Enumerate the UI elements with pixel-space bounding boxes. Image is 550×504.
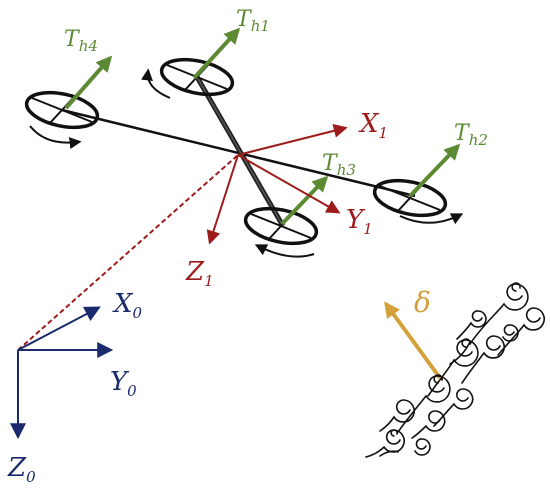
axis-x0 bbox=[17, 306, 101, 351]
rotor-h2-disc bbox=[372, 178, 448, 218]
body-frame-axes bbox=[206, 123, 348, 245]
rotor-h3 bbox=[243, 206, 319, 246]
rotation-arrows bbox=[29, 68, 464, 258]
disturbance-arrow bbox=[384, 301, 442, 380]
thrust-arrow-h3 bbox=[280, 175, 329, 226]
axis-y1 bbox=[237, 154, 341, 214]
rotor-h4-disc bbox=[24, 90, 100, 130]
label-y1: Y1 bbox=[346, 205, 373, 238]
thrust-arrow-h4 bbox=[64, 55, 113, 110]
label-x0: X0 bbox=[112, 289, 143, 322]
inertial-frame-axes bbox=[10, 306, 114, 440]
wind-gust-icon bbox=[365, 282, 545, 458]
rotation-arrow-icon bbox=[29, 125, 82, 149]
thrust-label-h1: Th1 bbox=[236, 7, 270, 35]
rotor-h2 bbox=[372, 178, 448, 218]
label-z0: Z0 bbox=[7, 453, 36, 486]
thrust-label-h3: Th3 bbox=[322, 151, 356, 179]
body-axis-labels: X1 Y1 Z1 bbox=[185, 109, 388, 290]
rotor-h4 bbox=[24, 90, 100, 130]
label-y0: Y0 bbox=[110, 367, 137, 400]
position-vector bbox=[17, 154, 239, 351]
disturbance-label: δ bbox=[414, 286, 431, 319]
thrust-labels: Th1 Th2 Th3 Th4 bbox=[64, 7, 488, 179]
rotation-arrow-icon bbox=[141, 68, 171, 99]
rotation-arrow-icon bbox=[254, 244, 315, 258]
quadrotor-frame bbox=[61, 75, 416, 228]
thrust-label-h4: Th4 bbox=[64, 27, 98, 55]
rotation-arrow-icon bbox=[399, 213, 464, 225]
axis-x1 bbox=[237, 123, 348, 156]
rotor-h1-disc bbox=[159, 57, 235, 97]
label-x1: X1 bbox=[358, 109, 388, 142]
thrust-arrow-h1 bbox=[192, 27, 241, 80]
thrust-label-h2: Th2 bbox=[454, 121, 488, 149]
thrust-arrow-h2 bbox=[408, 143, 461, 198]
thrust-vectors bbox=[64, 27, 461, 226]
arm-h1-h3-highlight bbox=[196, 76, 284, 227]
axis-z1 bbox=[206, 154, 239, 245]
label-z1: Z1 bbox=[185, 257, 214, 290]
inertial-axis-labels: X0 Y0 Z0 bbox=[7, 289, 143, 486]
rotor-h3-disc bbox=[243, 206, 319, 246]
